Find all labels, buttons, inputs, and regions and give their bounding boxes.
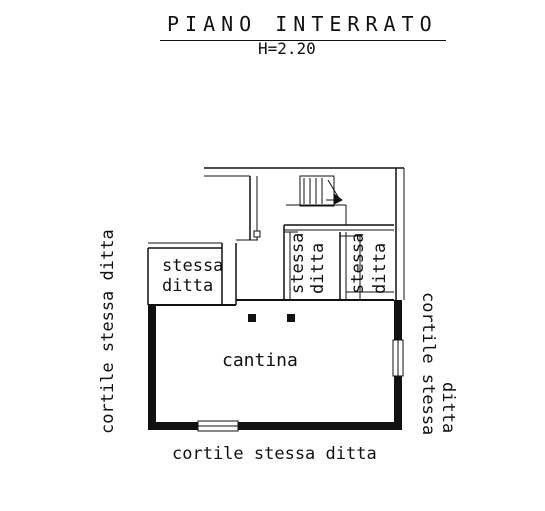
courtyard-bottom-label: cortile stessa ditta <box>172 444 377 464</box>
room-right-label-line1: stessa <box>348 232 368 294</box>
courtyard-right-label-line2: ditta <box>438 382 458 434</box>
room-mid-label-line2: ditta <box>308 242 328 294</box>
wall-bottom-thick <box>148 422 402 430</box>
plan-title: PIANO INTERRATO <box>167 12 438 36</box>
room-main-label: cantina <box>222 350 298 371</box>
stair <box>299 175 343 207</box>
courtyard-right-label-line1: cortile stessa <box>418 292 438 436</box>
room-left-label-line2: ditta <box>162 276 214 296</box>
room-mid-label-line1: stessa <box>288 232 308 294</box>
pillar-right <box>287 314 295 322</box>
room-right-label-line2: ditta <box>370 242 390 294</box>
title-underline <box>160 40 446 41</box>
pillar-left <box>248 314 256 322</box>
room-left-label-line1: stessa <box>162 256 224 276</box>
height-label: H=2.20 <box>258 39 316 58</box>
wall-left-thick <box>148 304 156 430</box>
courtyard-left-label: cortile stessa ditta <box>98 229 118 434</box>
outer-walls <box>147 167 405 432</box>
